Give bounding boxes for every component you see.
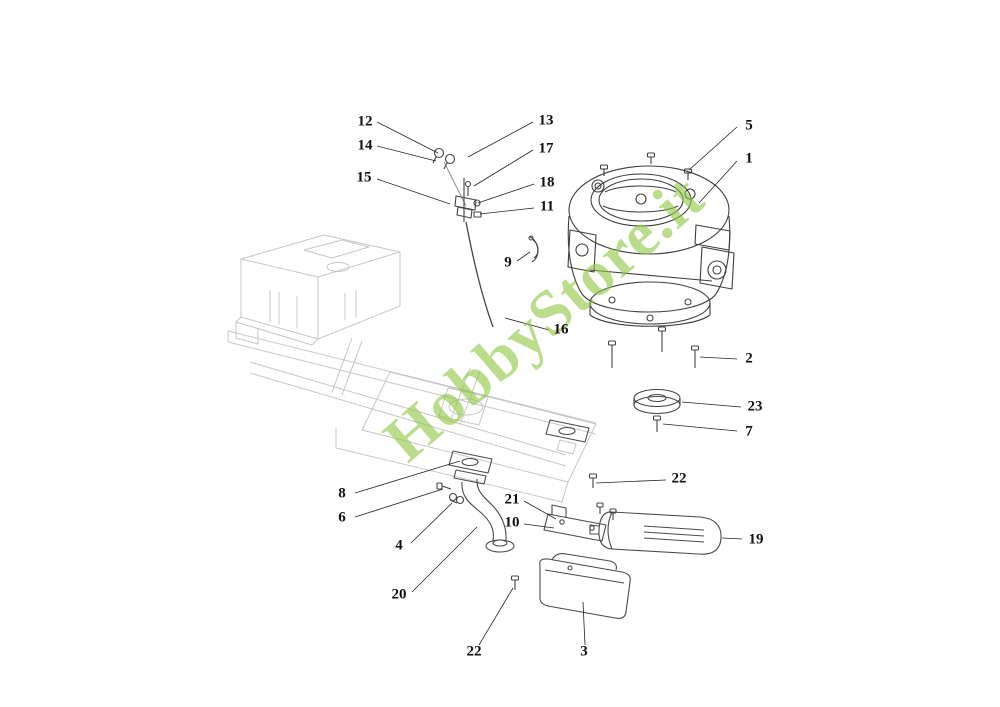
callout-14: 14 — [357, 137, 373, 154]
chassis-drawing — [227, 234, 597, 503]
callout-11: 11 — [539, 198, 555, 215]
callout-9: 9 — [504, 254, 512, 271]
callout-3: 3 — [580, 643, 588, 660]
callout-22-bottom: 22 — [466, 643, 482, 660]
callout-21: 21 — [504, 491, 520, 508]
callout-12: 12 — [357, 113, 373, 130]
callout-17: 17 — [538, 140, 554, 157]
callout-2: 2 — [745, 350, 753, 367]
callout-6: 6 — [338, 509, 346, 526]
callout-5: 5 — [745, 117, 753, 134]
callout-10: 10 — [504, 514, 520, 531]
callout-8: 8 — [338, 485, 346, 502]
callout-13: 13 — [538, 112, 554, 129]
leader-lines — [354, 121, 743, 646]
callout-20: 20 — [391, 586, 407, 603]
callout-4: 4 — [395, 537, 403, 554]
callout-18: 18 — [539, 174, 555, 191]
throttle-control-drawing — [432, 147, 539, 328]
callout-1: 1 — [745, 150, 753, 167]
callout-16: 16 — [553, 321, 569, 338]
callout-19: 19 — [748, 531, 764, 548]
exhaust-drawing — [448, 419, 722, 619]
callout-22-top: 22 — [671, 470, 687, 487]
callout-23: 23 — [747, 398, 763, 415]
engine-drawing — [567, 152, 735, 327]
engine-top-bolts — [599, 152, 693, 180]
callout-7: 7 — [745, 423, 753, 440]
fasteners-drawing — [436, 326, 700, 590]
callout-15: 15 — [356, 169, 372, 186]
pulley-drawing — [633, 388, 681, 415]
